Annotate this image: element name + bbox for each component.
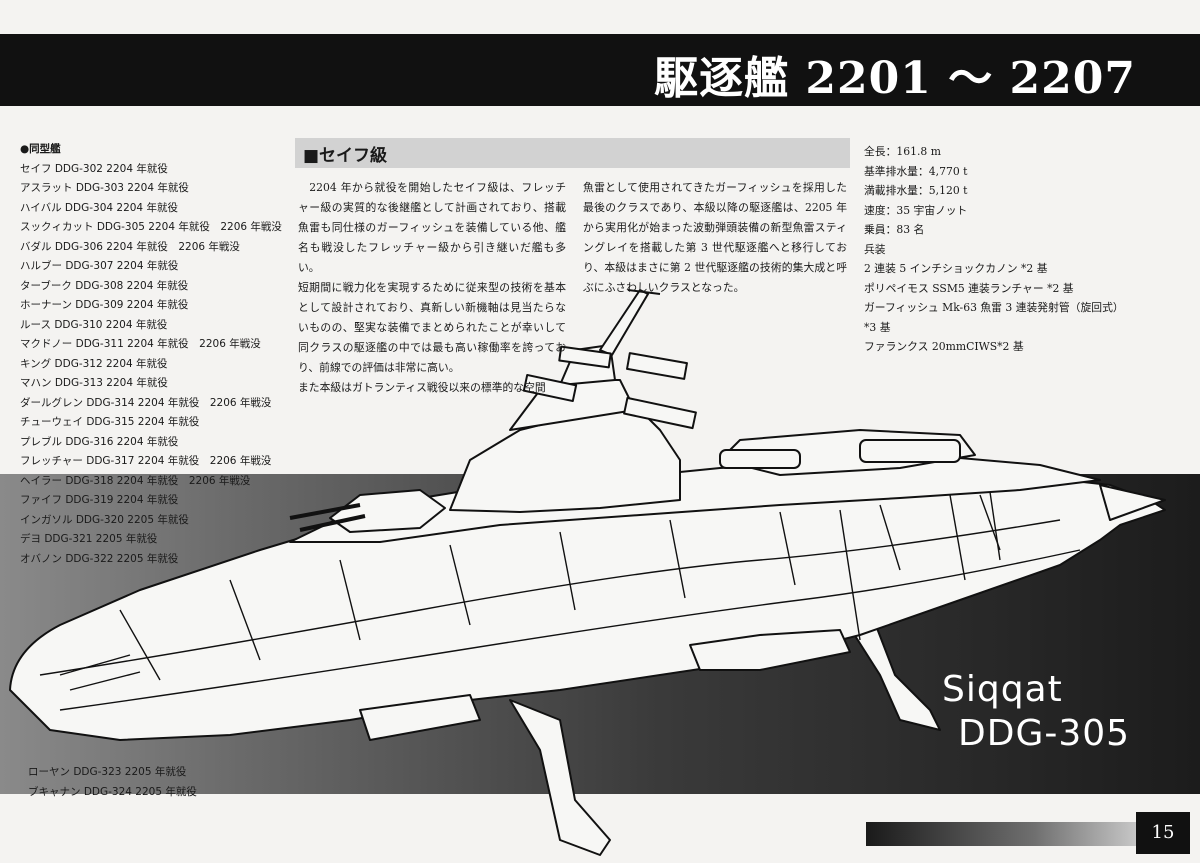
paragraph: 短期間に戦力化を実現するために従来型の技術を基本として設計されており、真新しい新… <box>298 281 566 374</box>
list-item: ルース DDG-310 2204 年就役 <box>20 318 168 331</box>
spec-line: 速度：35 宇宙ノット <box>864 203 968 217</box>
spec-line: 基準排水量：4,770 t <box>864 164 968 178</box>
spec-line: ガーフィッシュ Mk-63 魚雷 3 連装発射管（旋回式） <box>864 301 1124 314</box>
body-column-1: 2204 年から就役を開始したセイフ級は、フレッチャー級の実質的な後継艦として計… <box>298 178 566 398</box>
list-item: ヘイラー DDG-318 2204 年就役 2206 年戦没 <box>20 474 251 487</box>
hull-number: DDG-305 <box>958 713 1131 754</box>
list-item: ターブーク DDG-308 2204 年就役 <box>20 279 189 292</box>
sister-ship-list-continued: ローヤン DDG-323 2205 年就役 ブキャナン DDG-324 2205… <box>28 762 288 802</box>
list-item: フレッチャー DDG-317 2204 年就役 2206 年戦没 <box>20 455 272 467</box>
list-item: ブキャナン DDG-324 2205 年就役 <box>28 786 197 798</box>
page-number: 15 <box>1136 812 1190 854</box>
list-item: ローヤン DDG-323 2205 年就役 <box>28 766 187 778</box>
list-item: ダールグレン DDG-314 2204 年就役 2206 年戦没 <box>20 396 272 409</box>
sister-ship-list: ●同型艦 セイフ DDG-302 2204 年就役 アスラット DDG-303 … <box>20 140 282 569</box>
sister-ship-heading: ●同型艦 <box>20 143 61 155</box>
section-title: ■セイフ級 <box>303 146 388 166</box>
spec-list: 全長：161.8 m 基準排水量：4,770 t 満載排水量：5,120 t 速… <box>864 142 1164 357</box>
list-item: インガソル DDG-320 2205 年就役 <box>20 513 189 526</box>
ship-name: Siqqat <box>942 669 1063 710</box>
list-item: デヨ DDG-321 2205 年就役 <box>20 533 158 545</box>
list-item: マハン DDG-313 2204 年就役 <box>20 377 168 389</box>
list-item: スックィカット DDG-305 2204 年就役 2206 年戦没 <box>20 221 282 233</box>
paragraph: 魚雷として使用されてきたガーフィッシュを採用した最後のクラスであり、本級以降の駆… <box>583 181 847 294</box>
spec-line: *3 基 <box>864 320 891 334</box>
spec-line: 全長：161.8 m <box>864 145 941 158</box>
page-title: 駆逐艦 2201 ～ 2207 <box>654 53 1136 104</box>
header-band <box>0 34 1200 106</box>
list-item: マクドノー DDG-311 2204 年就役 2206 年戦没 <box>20 338 261 350</box>
ship-name-callout: Siqqat DDG-305 <box>942 668 1130 756</box>
spec-line: 満載排水量：5,120 t <box>864 184 968 197</box>
list-item: ハルブー DDG-307 2204 年就役 <box>20 260 179 272</box>
paragraph: 2204 年から就役を開始したセイフ級は、フレッチャー級の実質的な後継艦として計… <box>298 181 566 274</box>
spec-line: ポリペイモス SSM5 連装ランチャー *2 基 <box>864 281 1074 295</box>
list-item: セイフ DDG-302 2204 年就役 <box>20 162 168 175</box>
list-item: キング DDG-312 2204 年就役 <box>20 357 168 370</box>
spec-line: 2 連装 5 インチショックカノン *2 基 <box>864 262 1048 275</box>
list-item: ホーナーン DDG-309 2204 年就役 <box>20 299 189 311</box>
list-item: プレブル DDG-316 2204 年就役 <box>20 435 179 448</box>
spec-line: 兵装 <box>864 242 886 256</box>
spec-line: 乗員：83 名 <box>864 223 925 236</box>
list-item: ハイバル DDG-304 2204 年就役 <box>20 201 178 214</box>
spec-line: ファランクス 20mmCIWS*2 基 <box>864 340 1024 353</box>
section-title-bar <box>295 138 850 168</box>
destroyer-illustration <box>9 289 1166 856</box>
list-item: アスラット DDG-303 2204 年就役 <box>20 182 189 194</box>
list-item: チューウェイ DDG-315 2204 年就役 <box>20 416 200 428</box>
body-column-2: 魚雷として使用されてきたガーフィッシュを採用した最後のクラスであり、本級以降の駆… <box>583 178 847 298</box>
list-item: バダル DDG-306 2204 年就役 2206 年戦没 <box>20 240 240 253</box>
list-item: ファイフ DDG-319 2204 年就役 <box>20 494 179 506</box>
page-footer-bar <box>866 822 1146 846</box>
list-item: オバノン DDG-322 2205 年就役 <box>20 552 179 565</box>
paragraph: また本級はガトランティス戦役以来の標準的な空間 <box>298 381 546 394</box>
